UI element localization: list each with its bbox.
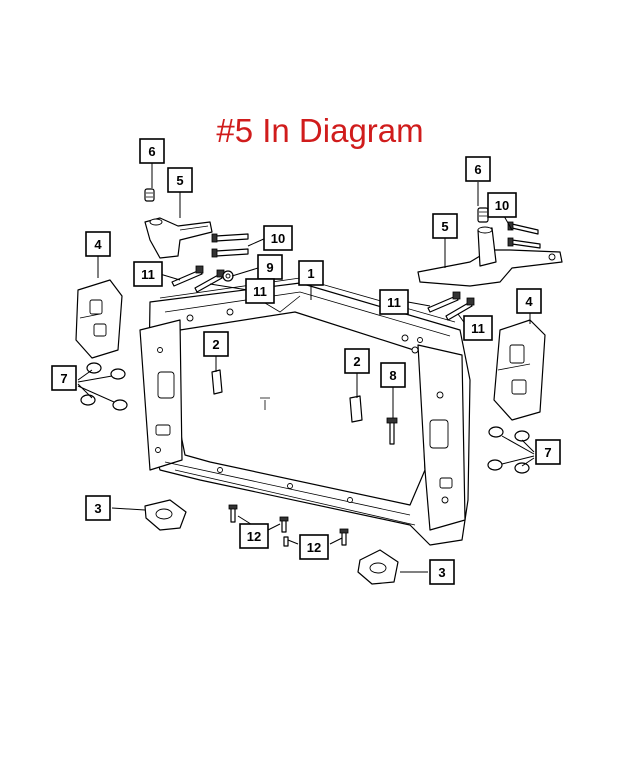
callout-c4a: 4 [85,231,111,257]
svg-text:3: 3 [94,501,101,516]
svg-text:12: 12 [307,540,321,555]
left-clip [211,369,223,395]
svg-text:10: 10 [271,231,285,246]
right-clip [349,395,363,423]
callout-c1: 1 [298,260,324,286]
svg-text:4: 4 [525,294,533,309]
svg-text:11: 11 [471,321,485,336]
callout-c11c: 11 [379,289,409,315]
svg-text:12: 12 [247,529,261,544]
left-side-bracket [75,279,123,359]
svg-text:8: 8 [389,368,396,383]
left-bolts [171,233,249,293]
callout-c3a: 3 [85,495,111,521]
callout-c11a: 11 [133,261,163,287]
callout-c3b: 3 [429,559,455,585]
svg-text:1: 1 [307,266,314,281]
right-stud-nut [477,207,489,223]
left-lower-mount [144,499,187,531]
svg-text:4: 4 [94,237,102,252]
left-nuts [80,362,128,411]
svg-text:7: 7 [544,445,551,460]
callout-c12b: 12 [299,534,329,560]
callout-c11b: 11 [245,278,275,304]
svg-text:7: 7 [60,371,67,386]
right-side-bracket [493,319,546,421]
left-upper-bracket [144,217,213,259]
svg-text:2: 2 [212,337,219,352]
callout-c6b: 6 [465,156,491,182]
svg-text:11: 11 [141,267,155,282]
callout-c11d: 11 [463,315,493,341]
right-nuts [487,426,530,474]
svg-text:6: 6 [474,162,481,177]
svg-text:11: 11 [387,295,401,310]
callout-c6a: 6 [139,138,165,164]
leader-lines [77,163,535,573]
right-lower-mount [357,549,399,585]
callout-c5a: 5 [167,167,193,193]
svg-text:10: 10 [495,198,509,213]
svg-text:11: 11 [253,284,267,299]
svg-text:2: 2 [353,354,360,369]
right-upper-bracket [417,226,563,287]
callout-c7b: 7 [535,439,561,465]
svg-text:5: 5 [176,173,183,188]
callout-c2a: 2 [203,331,229,357]
radiator-support-frame [139,277,471,546]
callout-c10b: 10 [487,192,517,218]
small-screws [228,504,349,547]
callout-c8: 8 [380,362,406,388]
svg-text:6: 6 [148,144,155,159]
callout-c7a: 7 [51,365,77,391]
left-stud-nut [144,188,155,202]
callout-c4b: 4 [516,288,542,314]
diagram-title: #5 In Diagram [216,112,424,149]
right-bolts [427,291,475,321]
callout-c9: 9 [257,254,283,280]
pin [386,417,398,445]
callout-c2b: 2 [344,348,370,374]
callout-c10a: 10 [263,225,293,251]
svg-text:3: 3 [438,565,445,580]
svg-text:5: 5 [441,219,448,234]
callout-c5b: 5 [432,213,458,239]
callout-c12a: 12 [239,523,269,549]
svg-text:9: 9 [266,260,273,275]
right-bracket-bolts [507,221,541,249]
